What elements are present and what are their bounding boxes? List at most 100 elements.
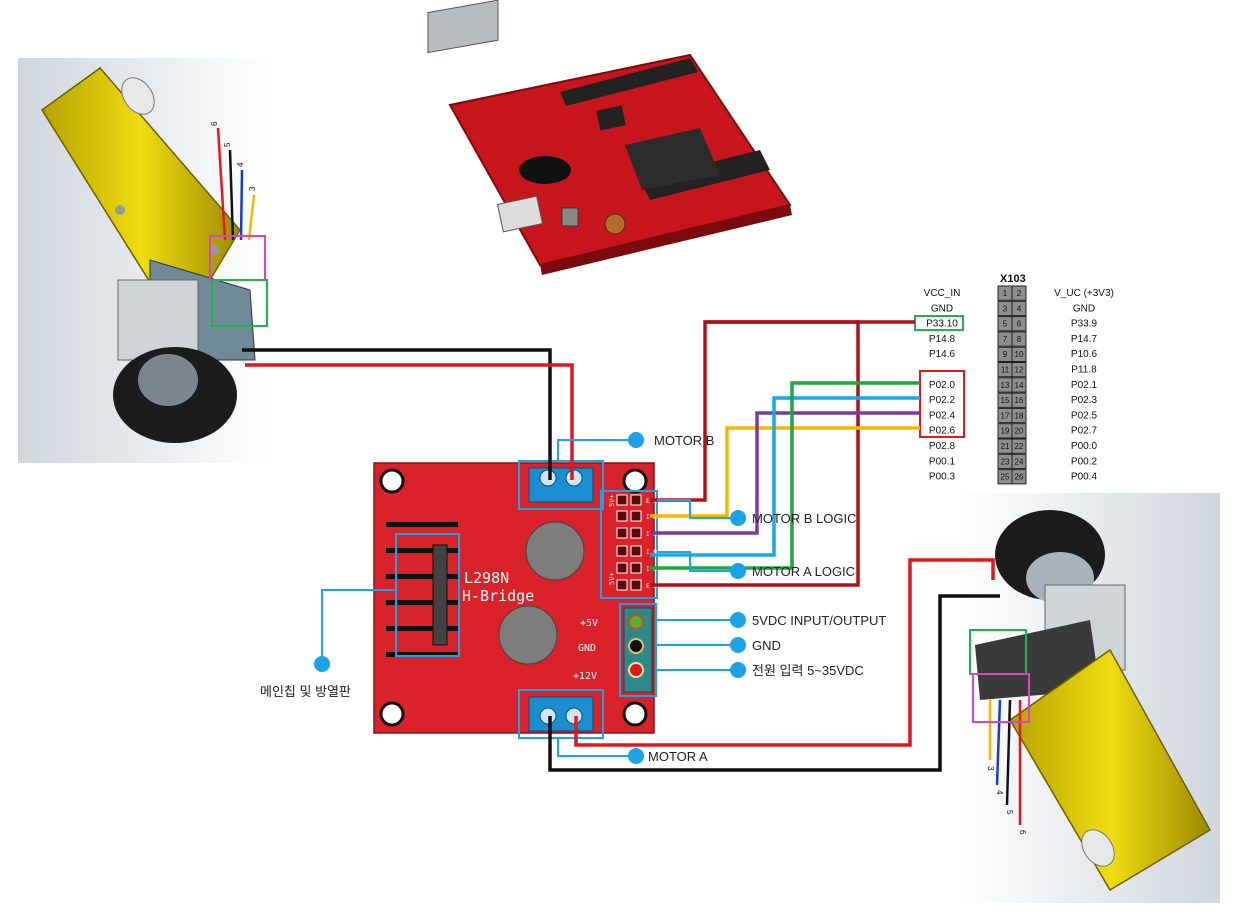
wire-motor-b-black (242, 348, 552, 480)
header-right-label: P00.4 (1071, 472, 1098, 483)
callouts: MOTOR B MOTOR B LOGIC MOTOR A LOGIC 5VDC… (260, 432, 886, 764)
terminal-screw (565, 469, 583, 487)
motor-connector-highlight-magenta (972, 673, 1030, 723)
logic-5v-label-2: 5V+ (608, 572, 616, 585)
logic-pin[interactable] (630, 527, 642, 539)
motor-can (117, 279, 199, 361)
logic-pin[interactable] (630, 579, 642, 591)
capacitor (525, 521, 585, 581)
motor-b-terminal[interactable] (528, 467, 594, 503)
motor-pin-3: 3 (248, 186, 257, 191)
motor-pin-5: 5 (1005, 810, 1014, 815)
header-pin-number: 13 (1001, 381, 1010, 390)
header-pin-number: 11 (1001, 366, 1010, 375)
logic-pin[interactable] (630, 545, 642, 557)
terminal-gnd (628, 638, 644, 654)
header-pin-number: 2 (1017, 289, 1022, 298)
callout-dot (730, 637, 746, 653)
ethernet-jack (427, 0, 499, 54)
header-pin-number: 20 (1015, 427, 1024, 436)
header-left-label: P33.10 (926, 319, 958, 330)
header-pin-number: 17 (1001, 411, 1010, 420)
header-right-label: P02.1 (1071, 380, 1098, 391)
header-left-label: P14.6 (929, 349, 956, 360)
motor-a-terminal[interactable] (528, 696, 594, 732)
label-motor-b: MOTOR B (654, 433, 714, 448)
heatsink-fin (386, 652, 458, 657)
wire-black (1005, 699, 1012, 806)
header-pin-cell (1011, 300, 1027, 317)
header-pin-cell (1011, 438, 1027, 454)
header-left-label: P02.0 (929, 380, 956, 391)
header-right-label: P02.3 (1071, 395, 1098, 406)
gearbox-screw (115, 205, 125, 215)
header-pin-number: 18 (1015, 411, 1024, 420)
header-pin-number: 26 (1015, 473, 1024, 482)
header-left-label: VCC_IN (924, 288, 961, 299)
logic-header-highlight (600, 490, 658, 599)
header-pin-cell (1011, 453, 1027, 470)
callout-dot (730, 612, 746, 628)
label-main-chip: 메인칩 및 방열판 (260, 684, 351, 699)
main-ic (625, 128, 720, 190)
wire-motor-a-black (548, 594, 1000, 772)
encoder-hub (138, 354, 198, 406)
header-left-label: GND (931, 303, 953, 314)
motor-top-left (18, 58, 270, 463)
header-pin-cell (1011, 316, 1027, 332)
label-motor-a: MOTOR A (648, 749, 708, 764)
header-right-label: GND (1073, 303, 1095, 314)
wire-red (216, 127, 227, 241)
wire-motor-b-red (245, 363, 574, 480)
header-pin-number: 15 (1001, 396, 1010, 405)
gearbox-body (1009, 648, 1212, 892)
microcontroller-board (427, 0, 792, 275)
header-pin-number: 16 (1015, 396, 1024, 405)
logic-pin-secondary (616, 494, 628, 506)
callout-line-motor-b (557, 439, 636, 461)
pin-header-top (560, 58, 698, 106)
header-pin-number: 19 (1001, 427, 1010, 436)
callout-line-main-chip (321, 589, 396, 664)
motor-pin-3: 3 (986, 766, 995, 771)
power-terminal-highlight (619, 603, 657, 697)
label-5v: +5V (580, 618, 598, 629)
motor-pin-6: 6 (1018, 830, 1027, 835)
header-pin-cell (1011, 407, 1027, 424)
wire-yellow (247, 194, 256, 241)
header-pin-number: 14 (1015, 381, 1024, 390)
callout-dot (730, 563, 746, 579)
header-right-label: P11.8 (1071, 365, 1097, 376)
wire-in2 (650, 411, 920, 535)
capacitor (561, 207, 579, 227)
motor-pin-4: 4 (995, 790, 1004, 795)
header-pin-number: 21 (1001, 442, 1010, 451)
heatsink-fin (386, 522, 458, 527)
wire-enb (650, 320, 860, 587)
wire-in1 (650, 426, 920, 518)
inductor (604, 213, 626, 235)
wire-in3 (650, 396, 920, 557)
l298n-chip (432, 544, 448, 646)
label-motor-a-logic: MOTOR A LOGIC (752, 564, 855, 579)
header-left-label: P14.8 (929, 334, 956, 345)
terminal-screw (539, 469, 557, 487)
label-5vdc: 5VDC INPUT/OUTPUT (752, 613, 886, 628)
header-pin-number: 25 (1001, 473, 1010, 482)
chip-name: L298N (464, 569, 509, 587)
header-pin-number: 5 (1003, 320, 1008, 329)
logic-pin[interactable] (630, 562, 642, 574)
motor-b-terminal-highlight (518, 460, 604, 510)
mount-hole (379, 701, 405, 727)
header-highlight-p02 (919, 370, 965, 438)
terminal-12v (628, 662, 644, 678)
motor-pin-4: 4 (236, 162, 245, 167)
header-right-label: P00.2 (1071, 456, 1098, 467)
wire-in4 (650, 381, 920, 570)
header-right-label: P02.7 (1071, 426, 1098, 437)
logic-pin[interactable] (630, 510, 642, 522)
logic-pin[interactable] (630, 494, 642, 506)
